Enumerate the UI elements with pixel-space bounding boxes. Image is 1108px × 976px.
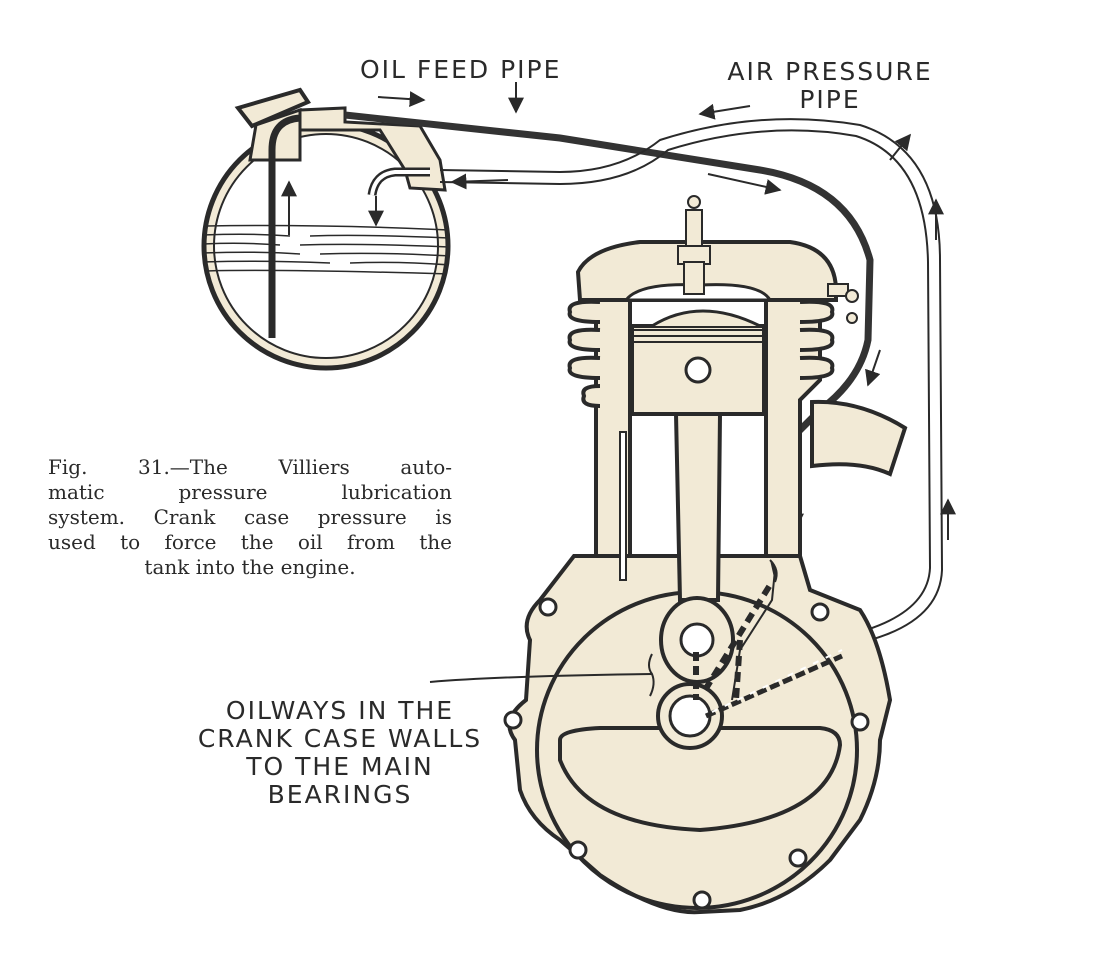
- oil-feed-pipe: [344, 111, 874, 581]
- oilways-label-line4: BEARINGS: [267, 780, 413, 809]
- air-pressure-pipe-label: AIR PRESSURE PIPE: [722, 58, 938, 114]
- exhaust-pipe: [810, 399, 908, 477]
- caption-line2: matic pressure lubrication: [48, 480, 452, 504]
- oilways-label-line3: TO THE MAIN: [246, 752, 434, 781]
- caption-line5: tank into the engine.: [144, 555, 356, 579]
- spark-plug: [677, 195, 711, 295]
- main-bearing: [656, 682, 724, 750]
- caption-line4: used to force the oil from the: [48, 530, 452, 554]
- air-pressure-pipe: [439, 118, 944, 649]
- oil-pickup-pipe: [268, 114, 301, 338]
- figure-caption: Fig. 31.—The Villiers auto- matic pressu…: [48, 455, 452, 580]
- caption-line3: system. Crank case pressure is: [48, 505, 452, 529]
- oil-feed-pipe-label: OIL FEED PIPE: [360, 55, 562, 84]
- air-pressure-label-line2: PIPE: [799, 85, 861, 114]
- oil-tank: [201, 87, 451, 371]
- oilways-label-line2: CRANK CASE WALLS: [197, 724, 483, 753]
- oilways-label: OILWAYS IN THE CRANK CASE WALLS TO THE M…: [190, 697, 490, 809]
- oilways-label-line1: OILWAYS IN THE: [225, 696, 455, 725]
- oilways: [693, 583, 844, 719]
- piston: [630, 309, 766, 416]
- connecting-rod: [659, 412, 735, 684]
- caption-line1: Fig. 31.—The Villiers auto-: [48, 455, 452, 479]
- decompressor: [827, 283, 859, 324]
- oilways-leader: [429, 673, 653, 683]
- air-pressure-label-line1: AIR PRESSURE: [727, 57, 933, 86]
